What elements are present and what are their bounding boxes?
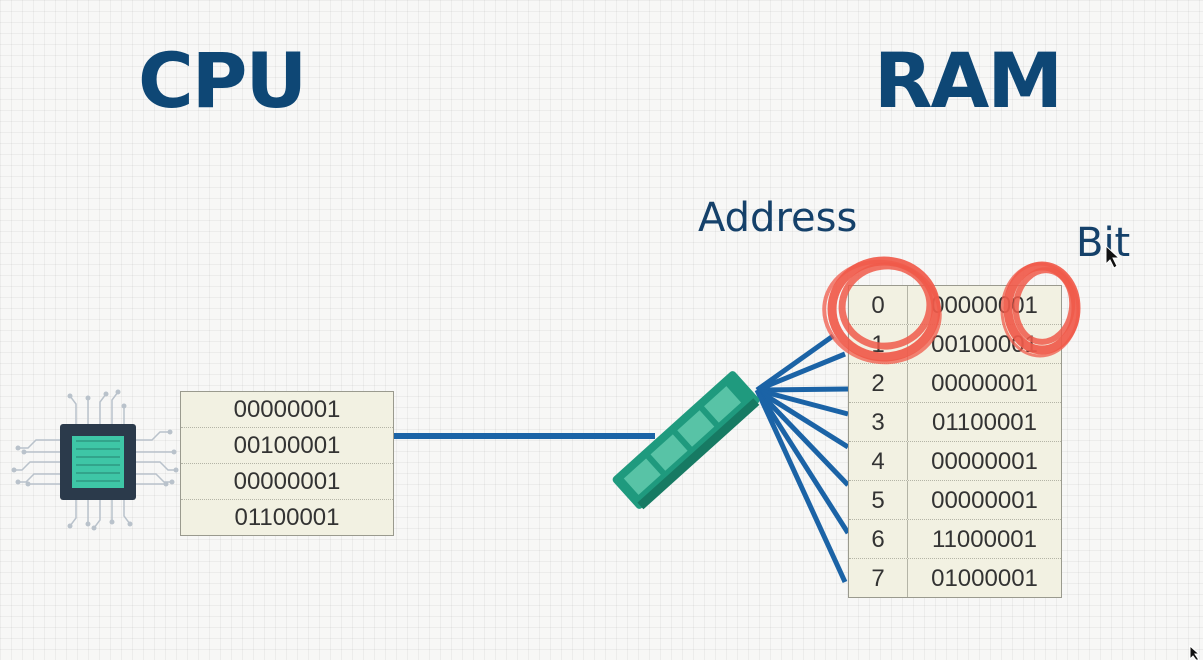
address-line-2 — [756, 386, 849, 393]
address-circle-annotation — [822, 256, 942, 365]
mouse-pointer-icon — [1105, 244, 1121, 269]
address-label: Address — [698, 195, 858, 241]
ram-module-icon — [612, 371, 760, 510]
ram-title: RAM — [874, 36, 1063, 125]
ram-value: 01100001 — [932, 409, 1037, 436]
ram-value: 00000001 — [931, 487, 1038, 514]
ram-value: 00000001 — [931, 370, 1038, 397]
cpu-register-row: 00100001 — [181, 427, 393, 463]
bit-circle-annotation — [1000, 261, 1081, 358]
ram-address: 0 — [849, 286, 908, 324]
ram-value: 00000001 — [931, 448, 1038, 475]
address-line-6 — [754, 388, 851, 535]
ram-row: 7 01000001 — [849, 558, 1061, 597]
ram-row: 4 00000001 — [849, 441, 1061, 480]
cpu-title: CPU — [138, 36, 307, 125]
ram-value: 11000001 — [932, 526, 1037, 553]
address-line-3 — [756, 387, 849, 417]
ram-address: 2 — [849, 364, 908, 402]
ram-address: 5 — [849, 481, 908, 519]
address-line-0 — [755, 333, 835, 393]
mouse-pointer-icon — [1189, 644, 1201, 660]
ram-value: 01000001 — [931, 565, 1038, 592]
ram-address: 3 — [849, 403, 908, 441]
ram-row: 2 00000001 — [849, 363, 1061, 402]
address-line-7 — [754, 388, 848, 584]
cpu-register-row: 01100001 — [181, 499, 393, 535]
ram-address: 6 — [849, 520, 908, 558]
address-lines — [754, 333, 851, 584]
cpu-register-row: 00000001 — [233, 396, 341, 423]
cpu-register-row: 00000001 — [181, 463, 393, 499]
ram-address: 7 — [849, 559, 908, 597]
ram-row: 6 11000001 — [849, 519, 1061, 558]
chip-core — [72, 436, 124, 488]
address-line-1 — [756, 351, 846, 393]
ram-row: 3 01100001 — [849, 402, 1061, 441]
bit-label: Bit — [1076, 220, 1131, 266]
address-line-4 — [755, 387, 850, 450]
cpu-register-table: 00000001 00100001 00000001 01100001 — [180, 391, 394, 536]
ram-address: 4 — [849, 442, 908, 480]
ram-row: 5 00000001 — [849, 480, 1061, 519]
address-line-5 — [755, 388, 850, 487]
